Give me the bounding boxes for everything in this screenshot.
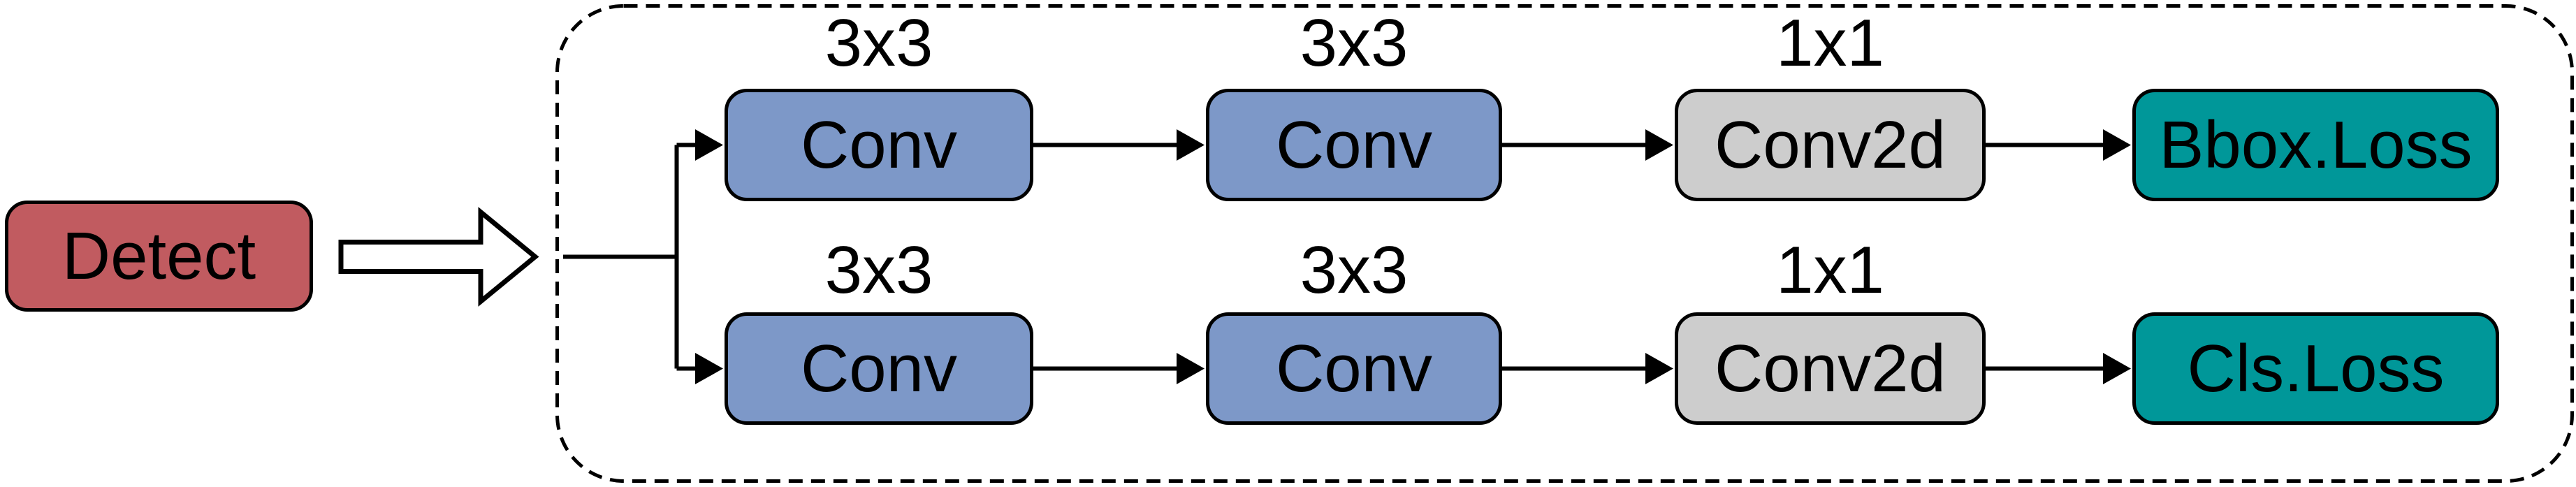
node-bbox-loss[interactable]: Bbox.Loss (2132, 89, 2499, 201)
arrowhead-icon (1645, 353, 1673, 384)
arrowhead-icon (1177, 353, 1205, 384)
node-label: Cls.Loss (2187, 330, 2445, 406)
kernel-label-3x3: 3x3 (1300, 6, 1409, 80)
kernel-label-1x1: 1x1 (1776, 6, 1884, 80)
node-detect-label: Detect (61, 218, 256, 293)
node-label: Conv2d (1715, 330, 1946, 406)
node-conv-top-2[interactable]: Conv (1206, 89, 1502, 201)
node-conv-bottom-1[interactable]: Conv (725, 312, 1033, 425)
block-arrow-icon (338, 207, 539, 307)
node-detect[interactable]: Detect (5, 201, 313, 312)
dashed-group-border (555, 4, 2574, 483)
node-conv2d-top[interactable]: Conv2d (1675, 89, 1986, 201)
kernel-label-1x1: 1x1 (1776, 233, 1884, 307)
kernel-label-3x3: 3x3 (1300, 233, 1409, 307)
arrowhead-icon (2103, 353, 2131, 384)
node-label: Bbox.Loss (2159, 107, 2473, 182)
arrowhead-icon (695, 129, 723, 161)
kernel-label-3x3: 3x3 (824, 233, 933, 307)
node-conv2d-bottom[interactable]: Conv2d (1675, 312, 1986, 425)
node-conv-bottom-2[interactable]: Conv (1206, 312, 1502, 425)
arrowhead-icon (2103, 129, 2131, 161)
arrowhead-icon (1645, 129, 1673, 161)
node-label: Conv (1275, 330, 1433, 406)
node-label: Conv2d (1715, 107, 1946, 182)
kernel-label-3x3: 3x3 (824, 6, 933, 80)
node-label: Conv (800, 107, 958, 182)
arrowhead-icon (1177, 129, 1205, 161)
arrowhead-icon (695, 353, 723, 384)
branch-split-line (563, 145, 679, 369)
node-conv-top-1[interactable]: Conv (725, 89, 1033, 201)
node-label: Conv (800, 330, 958, 406)
node-cls-loss[interactable]: Cls.Loss (2132, 312, 2499, 425)
node-label: Conv (1275, 107, 1433, 182)
